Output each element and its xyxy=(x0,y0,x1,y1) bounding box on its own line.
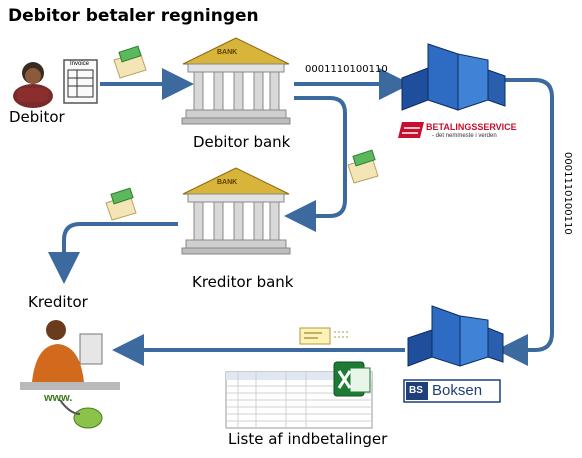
arrow-betalingsservice-to-boksen xyxy=(496,78,554,366)
debitor-person-icon xyxy=(13,62,53,108)
boksen-logo xyxy=(403,379,501,403)
arrow-kreditorbank-to-kreditor xyxy=(48,222,178,284)
diagram-title: Debitor betaler regningen xyxy=(8,6,259,26)
betalingsservice-tagline: - det nemmeste i verden xyxy=(432,133,497,139)
binary-code-horizontal: 0001110100110 xyxy=(305,64,388,75)
debitor-bank-sign: BANK xyxy=(217,49,238,56)
boksen-building-icon xyxy=(407,305,504,367)
kreditor-person-icon xyxy=(20,320,120,390)
label-debitor-bank: Debitor bank xyxy=(193,133,291,151)
excel-icon xyxy=(333,361,371,397)
label-kreditor: Kreditor xyxy=(28,293,88,311)
debitor-bank-icon xyxy=(181,37,291,125)
kreditor-bank-sign: BANK xyxy=(217,179,238,186)
money-envelope-icon xyxy=(105,187,137,221)
betalingsservice-building-icon xyxy=(401,43,506,111)
www-mouse-icon xyxy=(59,399,103,429)
invoice-label: Invoice xyxy=(70,61,90,67)
label-debitor: Debitor xyxy=(9,108,65,126)
invoice-icon xyxy=(63,59,98,104)
money-envelope-icon xyxy=(347,149,379,184)
betalingsservice-logo-mark xyxy=(398,122,424,138)
money-envelope-icon xyxy=(113,45,147,79)
www-label: www. xyxy=(44,392,73,404)
receipt-envelope-icon xyxy=(299,327,350,345)
betalingsservice-name: BETALINGSSERVICE xyxy=(426,122,517,132)
arrow-debitorbank-to-kreditorbank xyxy=(284,96,347,232)
label-kreditor-bank: Kreditor bank xyxy=(192,273,294,291)
boksen-bs-mark: BS xyxy=(409,385,423,396)
boksen-name: Boksen xyxy=(432,382,483,399)
binary-code-vertical: 0001110100110 xyxy=(562,152,573,235)
kreditor-bank-icon xyxy=(181,167,291,255)
label-payment-list: Liste af indbetalinger xyxy=(228,430,388,448)
